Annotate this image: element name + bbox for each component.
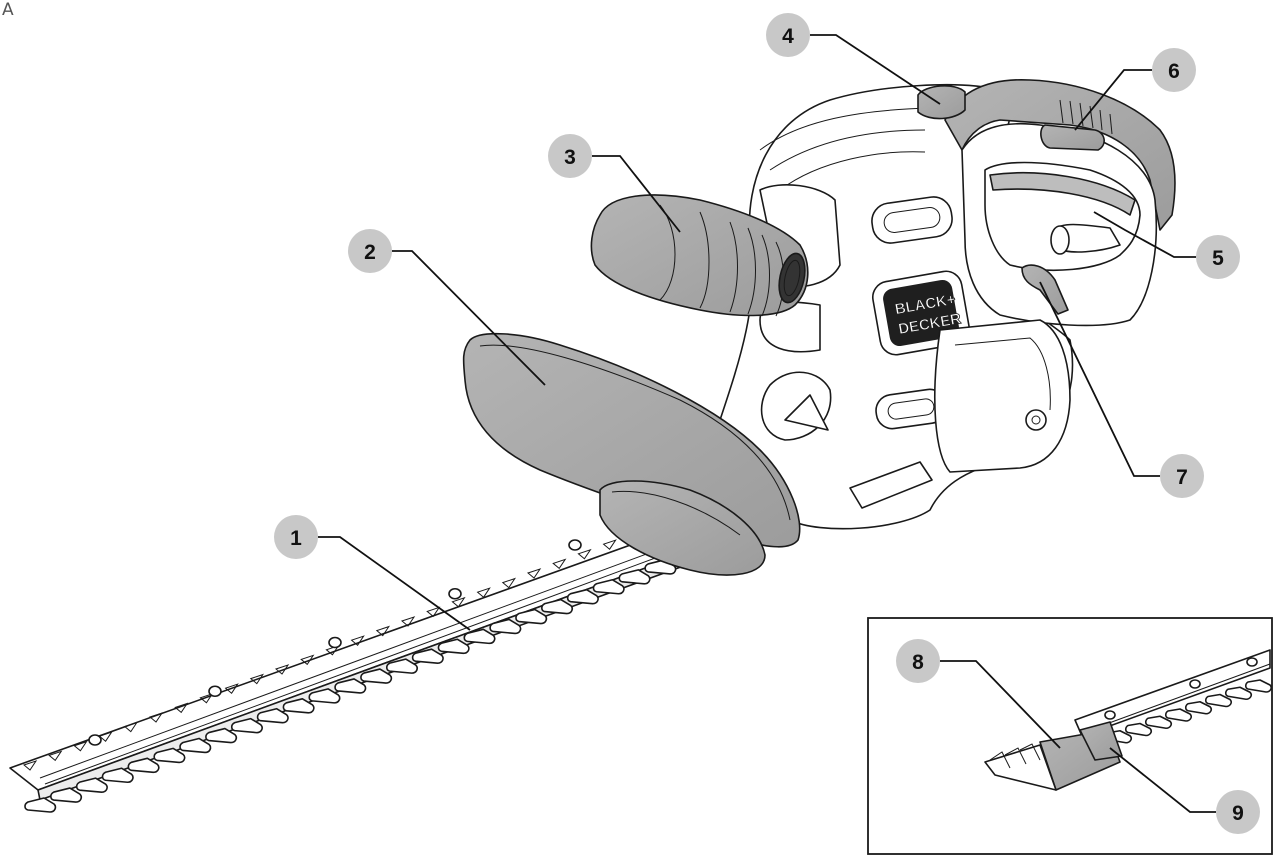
blade-tooth-upper — [274, 664, 290, 675]
blade-tooth — [515, 608, 548, 625]
blade-tooth — [566, 588, 599, 605]
callout-3: 3 — [548, 134, 592, 178]
blade-tooth-upper — [501, 577, 517, 589]
blade-rivet — [448, 587, 462, 600]
blade-tooth-upper — [148, 712, 164, 723]
blade-tooth-upper — [350, 635, 365, 646]
inset-blade-rivet — [1189, 679, 1201, 689]
callout-1-number: 1 — [290, 527, 302, 550]
blade-tooth-upper — [426, 606, 441, 618]
callout-3-number: 3 — [564, 146, 576, 169]
blade-tooth-upper — [22, 760, 38, 771]
blade-tooth-upper — [451, 596, 466, 608]
blade-rivet — [208, 685, 222, 698]
blade-tooth — [101, 767, 134, 784]
blade-tooth-upper — [526, 568, 542, 579]
inset-blade-rivet — [1104, 710, 1116, 720]
blade-tooth — [179, 737, 212, 754]
callout-4: 4 — [766, 13, 810, 57]
front-handle — [590, 184, 841, 317]
figure-label: A — [2, 0, 14, 20]
callout-5-number: 5 — [1212, 247, 1224, 270]
blade-tooth-upper — [476, 587, 491, 598]
inset-blade-tooth — [1184, 700, 1213, 715]
blade — [9, 519, 723, 813]
callout-6-number: 6 — [1168, 60, 1180, 83]
blade-tooth — [592, 578, 625, 595]
callout-2-number: 2 — [364, 241, 376, 264]
blade-sheath — [984, 721, 1123, 791]
blade-tooth — [205, 727, 238, 744]
blade-tooth-upper — [199, 692, 214, 704]
blade-tooth-upper — [400, 616, 416, 627]
blade-rivet — [568, 539, 582, 551]
hand-guard — [462, 332, 801, 576]
blade-tooth — [127, 757, 160, 774]
blade-tooth — [50, 787, 83, 803]
blade-tooth — [153, 747, 186, 764]
blade-tooth-upper — [577, 548, 592, 560]
callout-9: 9 — [1216, 790, 1260, 834]
callout-2: 2 — [348, 229, 392, 273]
blade-tooth-upper — [602, 539, 617, 550]
trigger-switch — [1021, 264, 1069, 315]
rear-handle — [934, 79, 1176, 473]
blade-tooth — [24, 797, 57, 813]
leader-lines — [318, 34, 1216, 813]
callout-1: 1 — [274, 515, 318, 559]
callout-9-number: 9 — [1232, 802, 1244, 825]
blade-tooth — [385, 658, 418, 674]
blade-tooth — [282, 698, 315, 714]
blade-tooth — [360, 668, 393, 684]
blade-tooth — [308, 688, 341, 704]
blade-tooth — [463, 628, 496, 645]
blade-tooth — [618, 569, 651, 585]
callout-6: 6 — [1152, 48, 1196, 92]
inset-blade-tooth — [1164, 708, 1193, 722]
callout-7-number: 7 — [1176, 466, 1188, 489]
inset-detail — [867, 617, 1273, 855]
callout-4-number: 4 — [782, 25, 794, 48]
blade-tooth — [437, 638, 470, 655]
blade-tooth — [75, 777, 108, 793]
callout-5: 5 — [1196, 235, 1240, 279]
blade-tooth-upper — [123, 721, 139, 733]
callout-8: 8 — [896, 639, 940, 683]
blade-tooth-upper — [300, 654, 315, 666]
blade-tooth — [256, 707, 289, 724]
blade-tooth — [489, 618, 522, 635]
blade-rivet — [328, 636, 342, 649]
callout-7: 7 — [1160, 454, 1204, 498]
blade-tooth-upper — [249, 673, 265, 685]
blade-tooth-upper — [174, 702, 189, 714]
blade-rivet — [88, 734, 102, 746]
blade-tooth-upper — [73, 740, 88, 752]
blade-tooth-upper — [224, 683, 239, 694]
callout-8-number: 8 — [912, 651, 924, 674]
blade-tooth-upper — [48, 750, 63, 762]
inset-blade-tooth — [1144, 715, 1173, 730]
blade-tooth — [411, 648, 444, 664]
inset-blade-rivet — [1246, 657, 1258, 667]
inset-blade-tooth — [1244, 679, 1273, 693]
inset-blade-tooth — [1224, 686, 1253, 701]
inset-blade-tooth — [1124, 722, 1153, 737]
blade-tooth — [230, 717, 263, 734]
blade-tooth — [541, 598, 573, 615]
blade-tooth-upper — [375, 625, 391, 637]
blade-tooth-upper — [98, 731, 113, 742]
lock-off-button — [917, 85, 966, 120]
blade-tooth-upper — [552, 558, 567, 570]
blade-tooth — [334, 678, 367, 694]
inset-blade-tooth — [1204, 693, 1233, 708]
